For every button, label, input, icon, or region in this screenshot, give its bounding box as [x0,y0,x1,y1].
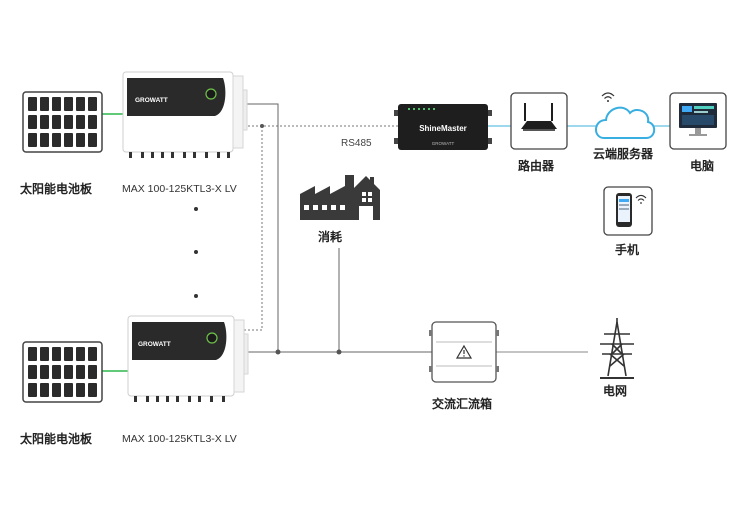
solar-panel-bottom-label: 太阳能电池板 [20,432,93,446]
phone-wifi-icon [635,194,647,204]
grid-label: 电网 [603,384,628,398]
ac-combiner-box-label: 交流汇流箱 [432,397,493,411]
cloud-server-label: 云端服务器 [593,147,654,161]
datalogger-brand-text: GROWATT [432,141,455,146]
ac-junction-1 [275,349,281,355]
ac-junction-2 [336,349,342,355]
router-device [510,92,568,150]
shinemaster-datalogger: ShineMaster GROWATT [394,104,492,150]
inverter-bottom-model-label: MAX 100-125KTL3-X LV [122,433,237,445]
datalogger-name-text: ShineMaster [419,124,467,133]
rs485-junction [260,124,264,128]
solar-panel-top [22,91,103,153]
wifi-icon [601,92,615,102]
solar-panel-top-label: 太阳能电池板 [20,182,93,196]
router-label: 路由器 [518,159,555,173]
phone-label: 手机 [615,243,640,257]
router-body [521,121,557,129]
continuation-dots [194,207,198,298]
consumption-label: 消耗 [318,230,343,244]
inverter-feet [129,152,230,158]
computer-label: 电脑 [690,159,715,173]
rs485-branch-line [244,126,263,331]
inverter-brand-text: GROWATT [138,341,171,348]
wiring [102,103,670,372]
ac-combiner-box-device [429,321,499,383]
inverter-top: GROWATT [122,71,248,158]
computer-device [669,92,727,150]
warning-icon [455,344,473,359]
rs485-label: RS485 [341,138,372,149]
ac-bus-top [244,103,279,352]
inverter-feet [134,396,225,402]
solar-panel-bottom [22,341,103,403]
phone-device [603,186,653,236]
cloud-icon [595,106,656,139]
inverter-brand-text: GROWATT [135,97,168,104]
power-tower-icon [600,318,634,379]
inverter-bottom: GROWATT [127,315,249,402]
inverter-top-model-label: MAX 100-125KTL3-X LV [122,183,237,195]
factory-icon [300,175,380,220]
